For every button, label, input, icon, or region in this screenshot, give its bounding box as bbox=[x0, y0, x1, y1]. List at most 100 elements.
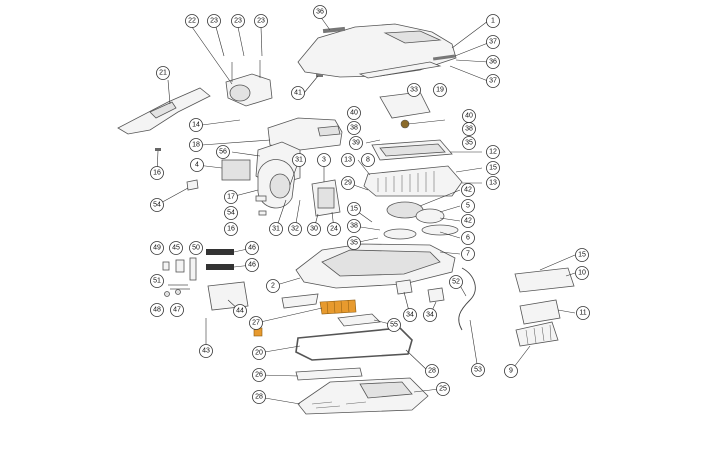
callout-42: 42 bbox=[461, 214, 475, 228]
part-base-pan-inner bbox=[321, 249, 441, 277]
callout-28: 28 bbox=[252, 390, 266, 404]
callout-38: 38 bbox=[347, 219, 361, 233]
part-logo-badge bbox=[322, 26, 346, 34]
svg-text:34: 34 bbox=[426, 312, 434, 319]
part-control-box-face bbox=[317, 187, 335, 209]
part-relay-9 bbox=[515, 321, 559, 347]
part-bracket-49 bbox=[162, 261, 170, 271]
callout-47: 47 bbox=[170, 303, 184, 317]
svg-text:28: 28 bbox=[428, 368, 436, 375]
leader-21 bbox=[167, 79, 171, 105]
callout-34: 34 bbox=[423, 308, 437, 322]
callout-53: 53 bbox=[471, 363, 485, 377]
leader-56 bbox=[231, 151, 261, 157]
svg-text:15: 15 bbox=[489, 165, 497, 172]
callout-25: 25 bbox=[436, 382, 450, 396]
callout-46: 46 bbox=[245, 241, 259, 255]
svg-text:38: 38 bbox=[350, 125, 358, 132]
svg-text:43: 43 bbox=[202, 348, 210, 355]
leader-13a bbox=[357, 159, 371, 176]
part-panel-50 bbox=[189, 257, 197, 281]
leader-15a bbox=[455, 167, 483, 173]
leader-53 bbox=[469, 319, 479, 371]
callout-31: 31 bbox=[269, 222, 283, 236]
callout-19: 19 bbox=[433, 83, 447, 97]
callout-35: 35 bbox=[462, 136, 476, 150]
callout-41: 41 bbox=[291, 86, 305, 100]
callout-8: 8 bbox=[361, 153, 375, 167]
callout-3: 3 bbox=[317, 153, 331, 167]
svg-text:37: 37 bbox=[489, 39, 497, 46]
leader-22 bbox=[191, 26, 233, 85]
part-clip-16b bbox=[258, 210, 267, 216]
callout-26: 26 bbox=[252, 368, 266, 382]
callout-35: 35 bbox=[347, 236, 361, 250]
svg-text:52: 52 bbox=[452, 279, 460, 286]
part-ceiling-grille bbox=[297, 377, 429, 415]
svg-text:42: 42 bbox=[464, 187, 472, 194]
part-harness-52 bbox=[458, 267, 476, 331]
leader-42b bbox=[439, 217, 461, 222]
svg-text:54: 54 bbox=[227, 210, 235, 217]
callout-30: 30 bbox=[307, 222, 321, 236]
callout-15: 15 bbox=[486, 161, 500, 175]
callout-56: 56 bbox=[216, 145, 230, 159]
part-coil-fins bbox=[377, 171, 435, 192]
svg-text:49: 49 bbox=[153, 245, 161, 252]
svg-text:23: 23 bbox=[257, 18, 265, 25]
svg-text:11: 11 bbox=[579, 310, 586, 317]
callout-36: 36 bbox=[486, 55, 500, 69]
leader-23c bbox=[260, 26, 263, 57]
leader-1 bbox=[451, 20, 489, 49]
callout-32: 32 bbox=[288, 222, 302, 236]
callout-38: 38 bbox=[462, 122, 476, 136]
callout-9: 9 bbox=[504, 364, 518, 378]
part-nut-48 bbox=[164, 291, 170, 297]
leader-23b bbox=[237, 26, 245, 57]
svg-text:34: 34 bbox=[406, 312, 414, 319]
svg-text:13: 13 bbox=[344, 157, 352, 164]
leader-10 bbox=[565, 272, 576, 277]
part-board-10 bbox=[514, 267, 575, 293]
callout-29: 29 bbox=[341, 176, 355, 190]
callout-46: 46 bbox=[245, 258, 259, 272]
leader-6 bbox=[439, 231, 461, 239]
part-bracket-45 bbox=[175, 259, 185, 273]
callout-16: 16 bbox=[224, 222, 238, 236]
leader-18 bbox=[201, 139, 271, 146]
svg-text:55: 55 bbox=[390, 322, 398, 329]
part-fan-shroud-top bbox=[317, 125, 341, 137]
svg-text:2: 2 bbox=[271, 283, 275, 290]
svg-text:45: 45 bbox=[172, 245, 180, 252]
svg-text:36: 36 bbox=[489, 59, 497, 66]
leader-25 bbox=[413, 388, 440, 393]
svg-text:17: 17 bbox=[227, 194, 235, 201]
svg-text:4: 4 bbox=[195, 162, 199, 169]
callout-4: 4 bbox=[190, 158, 204, 172]
svg-text:21: 21 bbox=[159, 70, 167, 77]
svg-text:40: 40 bbox=[465, 113, 473, 120]
callout-38: 38 bbox=[347, 121, 361, 135]
callout-37: 37 bbox=[486, 74, 500, 88]
callout-15: 15 bbox=[575, 248, 589, 262]
svg-text:5: 5 bbox=[466, 203, 470, 210]
leader-39 bbox=[365, 139, 381, 144]
svg-text:33: 33 bbox=[410, 87, 418, 94]
callout-27: 27 bbox=[249, 316, 263, 330]
svg-text:40: 40 bbox=[350, 110, 358, 117]
callout-36: 36 bbox=[313, 5, 327, 19]
svg-text:6: 6 bbox=[466, 235, 470, 242]
callout-6: 6 bbox=[461, 231, 475, 245]
leader-26 bbox=[259, 374, 299, 377]
callout-layer: 36 22 23 23 23 1 37 36 37 21 41 33 19 14… bbox=[150, 5, 590, 404]
callout-13: 13 bbox=[486, 176, 500, 190]
leader-37b bbox=[449, 65, 489, 82]
part-clip-54b bbox=[255, 195, 267, 202]
svg-text:22: 22 bbox=[188, 18, 196, 25]
callout-14: 14 bbox=[189, 118, 203, 132]
part-evaporator-coil bbox=[363, 165, 463, 197]
svg-text:38: 38 bbox=[350, 223, 358, 230]
svg-text:18: 18 bbox=[192, 142, 200, 149]
leader-42a bbox=[419, 189, 461, 207]
